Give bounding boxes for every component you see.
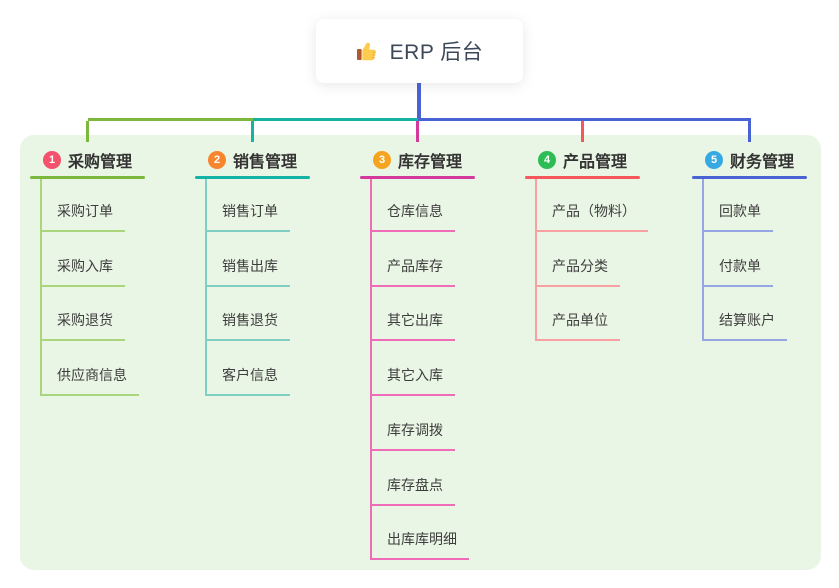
branch-drop-connector <box>416 121 419 142</box>
branch-title: 销售管理 <box>233 154 298 171</box>
connector-segment-2 <box>252 118 418 121</box>
branch-number-badge: 3 <box>373 151 391 169</box>
branch-child-trunk <box>702 179 704 342</box>
child-node[interactable]: 库存调拨 <box>370 415 455 451</box>
branch-title: 产品管理 <box>563 154 628 171</box>
branch-title-underline <box>195 176 310 179</box>
child-node[interactable]: 库存盘点 <box>370 470 455 506</box>
root-connector-vertical <box>417 83 421 121</box>
branch-child-trunk <box>535 179 537 342</box>
branch-drop-connector <box>581 121 584 142</box>
branch-number-badge: 5 <box>705 151 723 169</box>
branch-number-badge: 4 <box>538 151 556 169</box>
branch-title-underline <box>525 176 640 179</box>
branch-header[interactable]: 2 销售管理 <box>208 149 297 171</box>
child-node[interactable]: 产品分类 <box>535 251 620 287</box>
child-node[interactable]: 产品单位 <box>535 305 620 342</box>
branch-number-badge: 2 <box>208 151 226 169</box>
connector-segment-1 <box>87 118 253 121</box>
child-node[interactable]: 采购入库 <box>40 251 125 287</box>
branch-drop-connector <box>251 121 254 142</box>
branch-title-underline <box>360 176 475 179</box>
branch-header[interactable]: 1 采购管理 <box>43 149 132 171</box>
branch-title-underline <box>30 176 145 179</box>
child-node[interactable]: 产品库存 <box>370 251 455 287</box>
child-node[interactable]: 采购订单 <box>40 196 125 232</box>
root-node[interactable]: ERP 后台 <box>316 19 523 83</box>
child-node[interactable]: 销售退货 <box>205 305 290 342</box>
child-node[interactable]: 结算账户 <box>702 305 787 342</box>
branch-header[interactable]: 3 库存管理 <box>373 149 462 171</box>
child-node[interactable]: 付款单 <box>702 251 773 287</box>
child-node[interactable]: 仓库信息 <box>370 196 455 232</box>
root-title: ERP 后台 <box>389 41 484 64</box>
branch-drop-connector <box>748 121 751 142</box>
child-node[interactable]: 其它出库 <box>370 305 455 342</box>
child-node[interactable]: 客户信息 <box>205 360 290 397</box>
child-node[interactable]: 回款单 <box>702 196 773 232</box>
child-node[interactable]: 供应商信息 <box>40 360 139 397</box>
branch-title: 采购管理 <box>68 154 133 171</box>
branch-child-trunk <box>205 179 207 397</box>
child-node[interactable]: 销售订单 <box>205 196 290 232</box>
thumbs-up-icon <box>356 39 380 63</box>
child-node[interactable]: 销售出库 <box>205 251 290 287</box>
branch-child-trunk <box>40 179 42 397</box>
branch-title: 财务管理 <box>730 154 795 171</box>
child-node[interactable]: 其它入库 <box>370 360 455 397</box>
branches-panel <box>20 135 821 570</box>
child-node[interactable]: 产品（物料） <box>535 196 648 232</box>
branch-number-badge: 1 <box>43 151 61 169</box>
branch-title: 库存管理 <box>398 154 463 171</box>
child-node[interactable]: 出库库明细 <box>370 524 469 561</box>
branch-header[interactable]: 4 产品管理 <box>538 149 627 171</box>
connector-segment-3 <box>417 118 751 121</box>
branch-header[interactable]: 5 财务管理 <box>705 149 794 171</box>
branch-drop-connector <box>86 121 89 142</box>
branch-title-underline <box>692 176 807 179</box>
branch-child-trunk <box>370 179 372 561</box>
child-node[interactable]: 采购退货 <box>40 305 125 342</box>
